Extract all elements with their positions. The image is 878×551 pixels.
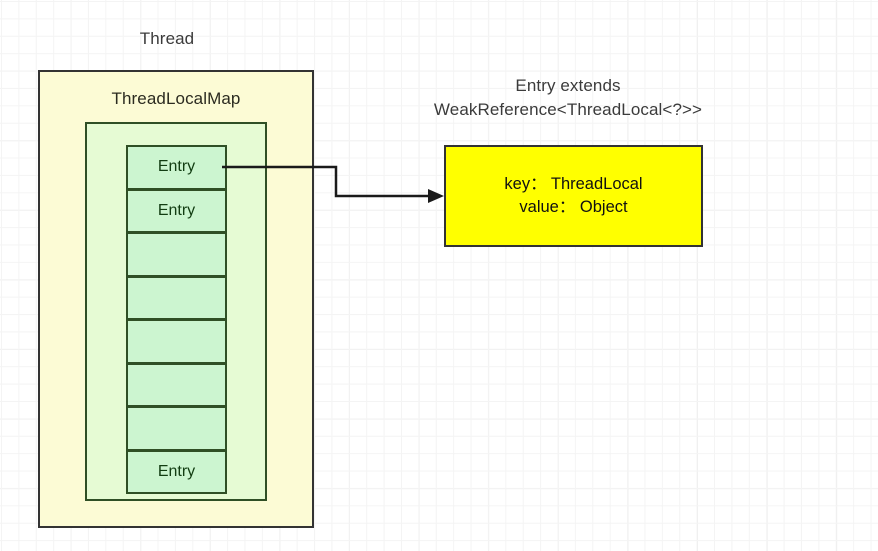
entry-cell bbox=[126, 406, 227, 451]
entry-cell bbox=[126, 319, 227, 364]
entry-cell bbox=[126, 362, 227, 407]
entry-detail-box: key： ThreadLocal value： Object bbox=[444, 145, 703, 247]
entry-caption-line-2: WeakReference<ThreadLocal<?>> bbox=[433, 100, 703, 119]
entry-cell bbox=[126, 275, 227, 320]
entry-extends-caption: Entry extends WeakReference<ThreadLocal<… bbox=[383, 74, 753, 122]
entry-cell: Entry bbox=[126, 145, 227, 190]
entry-caption-line-1: Entry extends bbox=[515, 76, 621, 95]
entry-cell: Entry bbox=[126, 188, 227, 233]
entry-key-row: key： ThreadLocal bbox=[504, 175, 643, 193]
threadlocalmap-label: ThreadLocalMap bbox=[111, 89, 241, 108]
thread-label: Thread bbox=[139, 29, 195, 48]
entry-value-row: value： Object bbox=[519, 198, 628, 216]
entry-cell: Entry bbox=[126, 449, 227, 494]
entry-table: Entry Entry Entry bbox=[126, 145, 227, 494]
entry-cell bbox=[126, 232, 227, 277]
